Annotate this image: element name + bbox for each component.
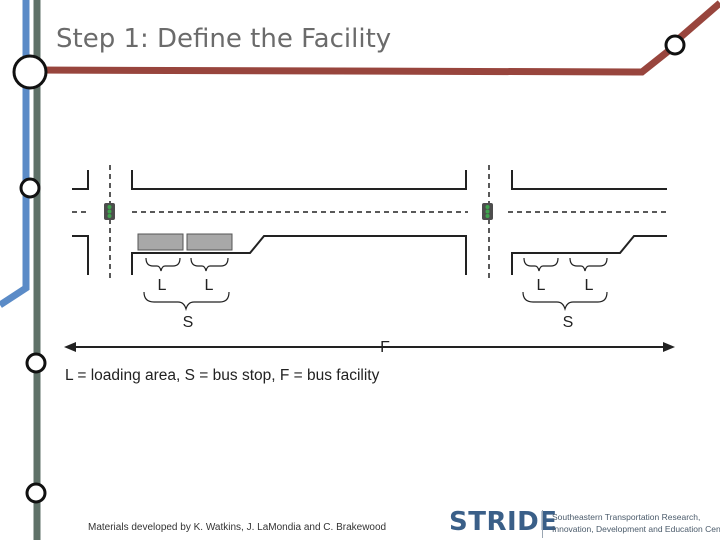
blue-line	[0, 0, 30, 308]
station-circle	[25, 352, 47, 374]
lane-lines	[72, 165, 667, 280]
credit-text: Materials developed by K. Watkins, J. La…	[88, 522, 387, 533]
bus-icon	[186, 233, 233, 251]
red-line-top	[672, 0, 720, 45]
logo-tagline-line: Southeastern Transportation Research,	[552, 512, 701, 522]
traffic-signal-icon	[482, 203, 493, 220]
loading-area-label: L	[585, 277, 594, 294]
red-line-main	[29, 42, 679, 76]
station-circle-large	[12, 54, 48, 90]
logo-divider	[542, 510, 543, 538]
loading-area-label: L	[205, 277, 214, 294]
traffic-signal-icon	[104, 203, 115, 220]
station-circle	[664, 34, 686, 56]
legend-text: L = loading area, S = bus stop, F = bus …	[65, 367, 380, 384]
facility-label: F	[380, 339, 390, 356]
loading-area-label: L	[158, 277, 167, 294]
bus-stop-label: S	[183, 314, 194, 331]
logo-tagline: Southeastern Transportation Research, In…	[552, 511, 720, 535]
station-circle	[25, 482, 47, 504]
station-circle	[19, 177, 41, 199]
facility-arrow	[64, 342, 675, 352]
curb-lines	[72, 170, 667, 275]
logo-wordmark: STRIDE	[449, 507, 558, 537]
bus-stop-label: S	[563, 314, 574, 331]
slide-title: Step 1: Define the Facility	[56, 24, 392, 54]
bus-icon	[137, 233, 184, 251]
braces	[143, 257, 608, 312]
logo-tagline-line: Innovation, Development and Education Ce…	[552, 524, 720, 534]
loading-area-label: L	[537, 277, 546, 294]
